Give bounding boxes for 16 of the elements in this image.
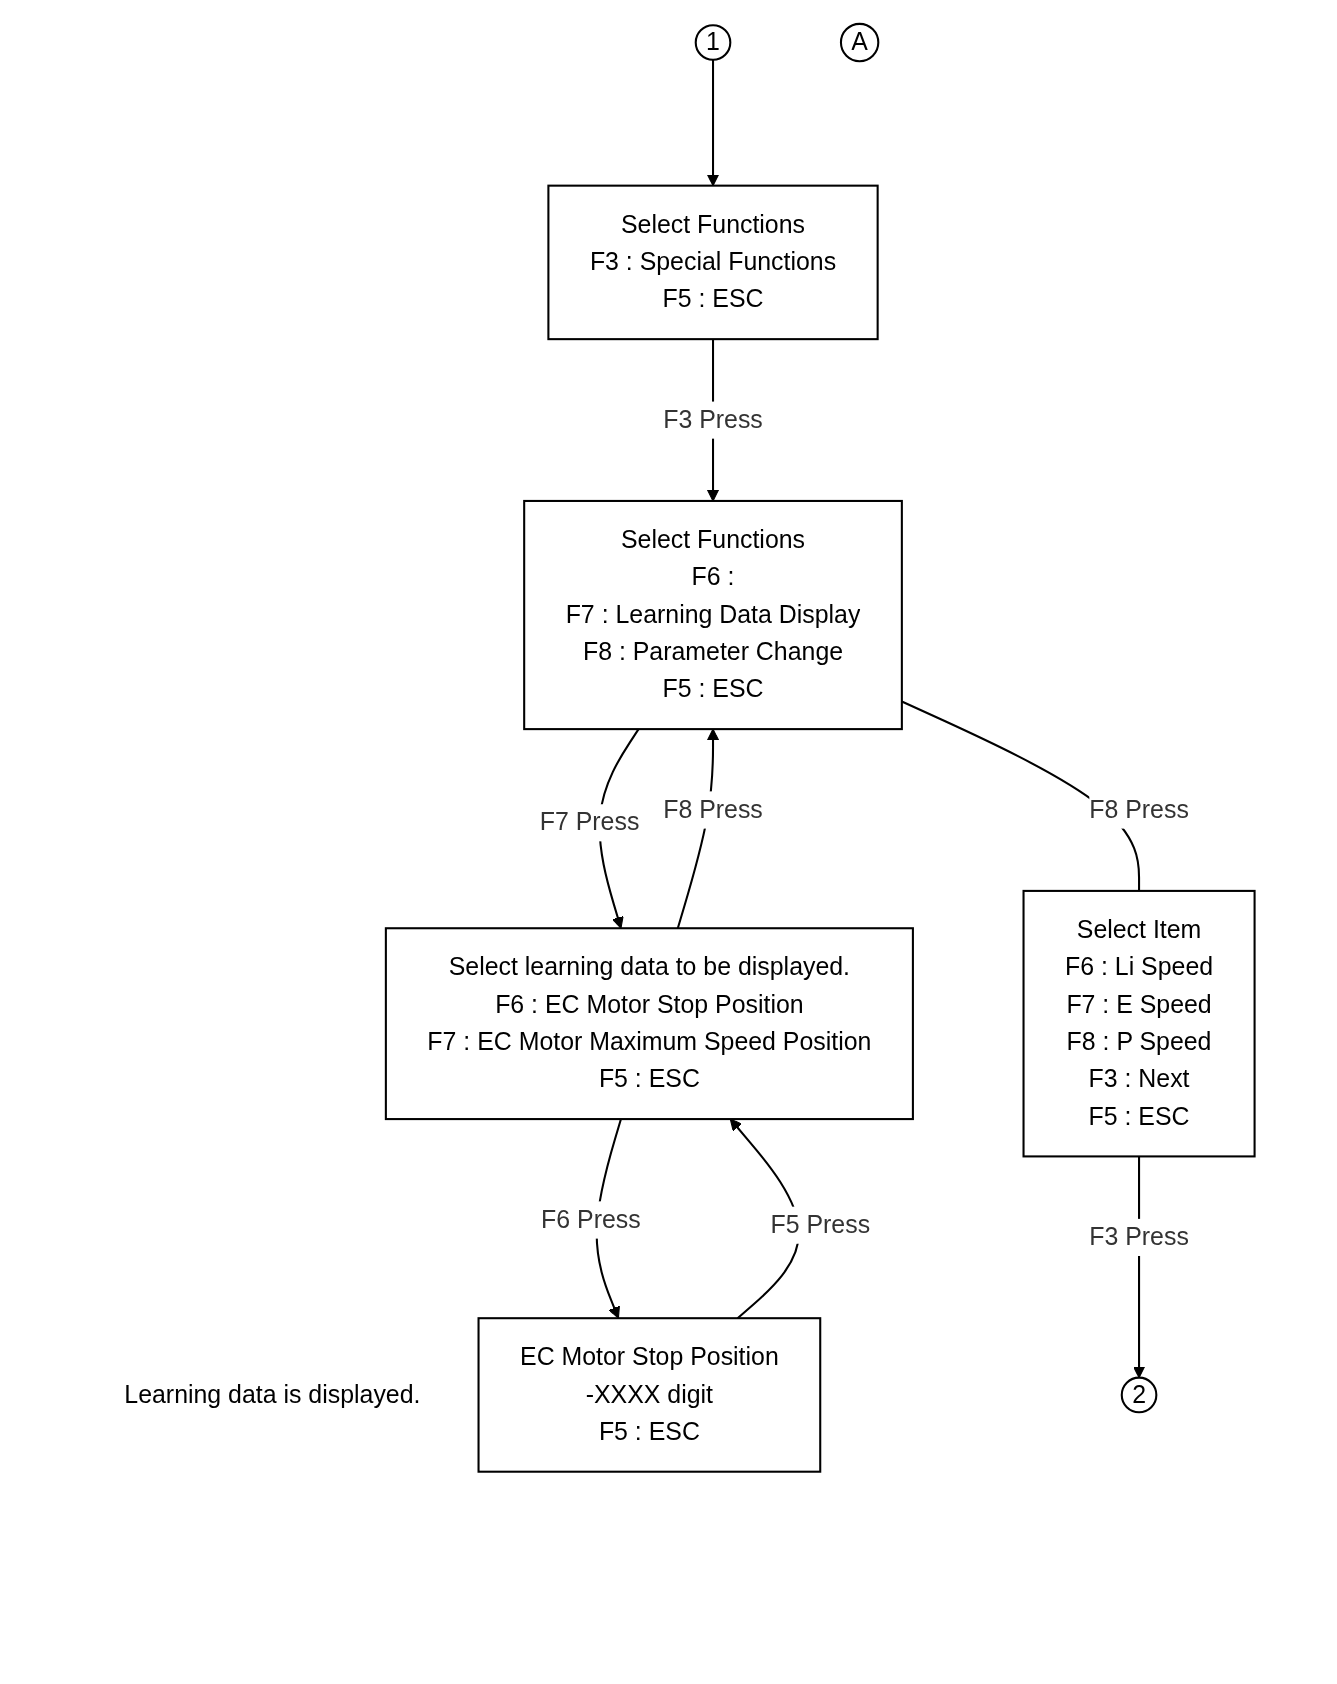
node-label: Learning data is displayed. xyxy=(124,1380,421,1409)
node-box: Select Item F6 : Li Speed F7 : E Speed F8 : P Speed F3 : Next F5 : ESC xyxy=(1022,889,1256,1158)
edge-label: F3 Press xyxy=(1089,1222,1189,1251)
edge-label: F8 Press xyxy=(1089,795,1189,824)
node-circle: 2 xyxy=(1120,1376,1158,1414)
node-box: Select Functions F3 : Special Functions F5 : ESC xyxy=(547,184,879,341)
node-circle: A xyxy=(839,22,880,63)
node-box: Select Functions F6 : F7 : Learning Data Display F8 : Parameter Change F5 : ESC xyxy=(522,499,903,731)
edge-label: F7 Press xyxy=(539,808,640,836)
node-box: EC Motor Stop Position -XXXX digit F5 : ESC xyxy=(477,1317,822,1473)
edge-label: F8 Press xyxy=(663,795,763,824)
node-circle: 1 xyxy=(694,24,732,61)
edge-label: F3 Press xyxy=(663,405,763,434)
node-box: Select learning data to be displayed. F6 : EC Motor Stop Position F7 : EC Motor Maximum Speed Position F5 : ESC xyxy=(384,927,914,1121)
edge-label: F5 Press xyxy=(770,1210,870,1239)
edge-label: F6 Press xyxy=(540,1205,641,1234)
